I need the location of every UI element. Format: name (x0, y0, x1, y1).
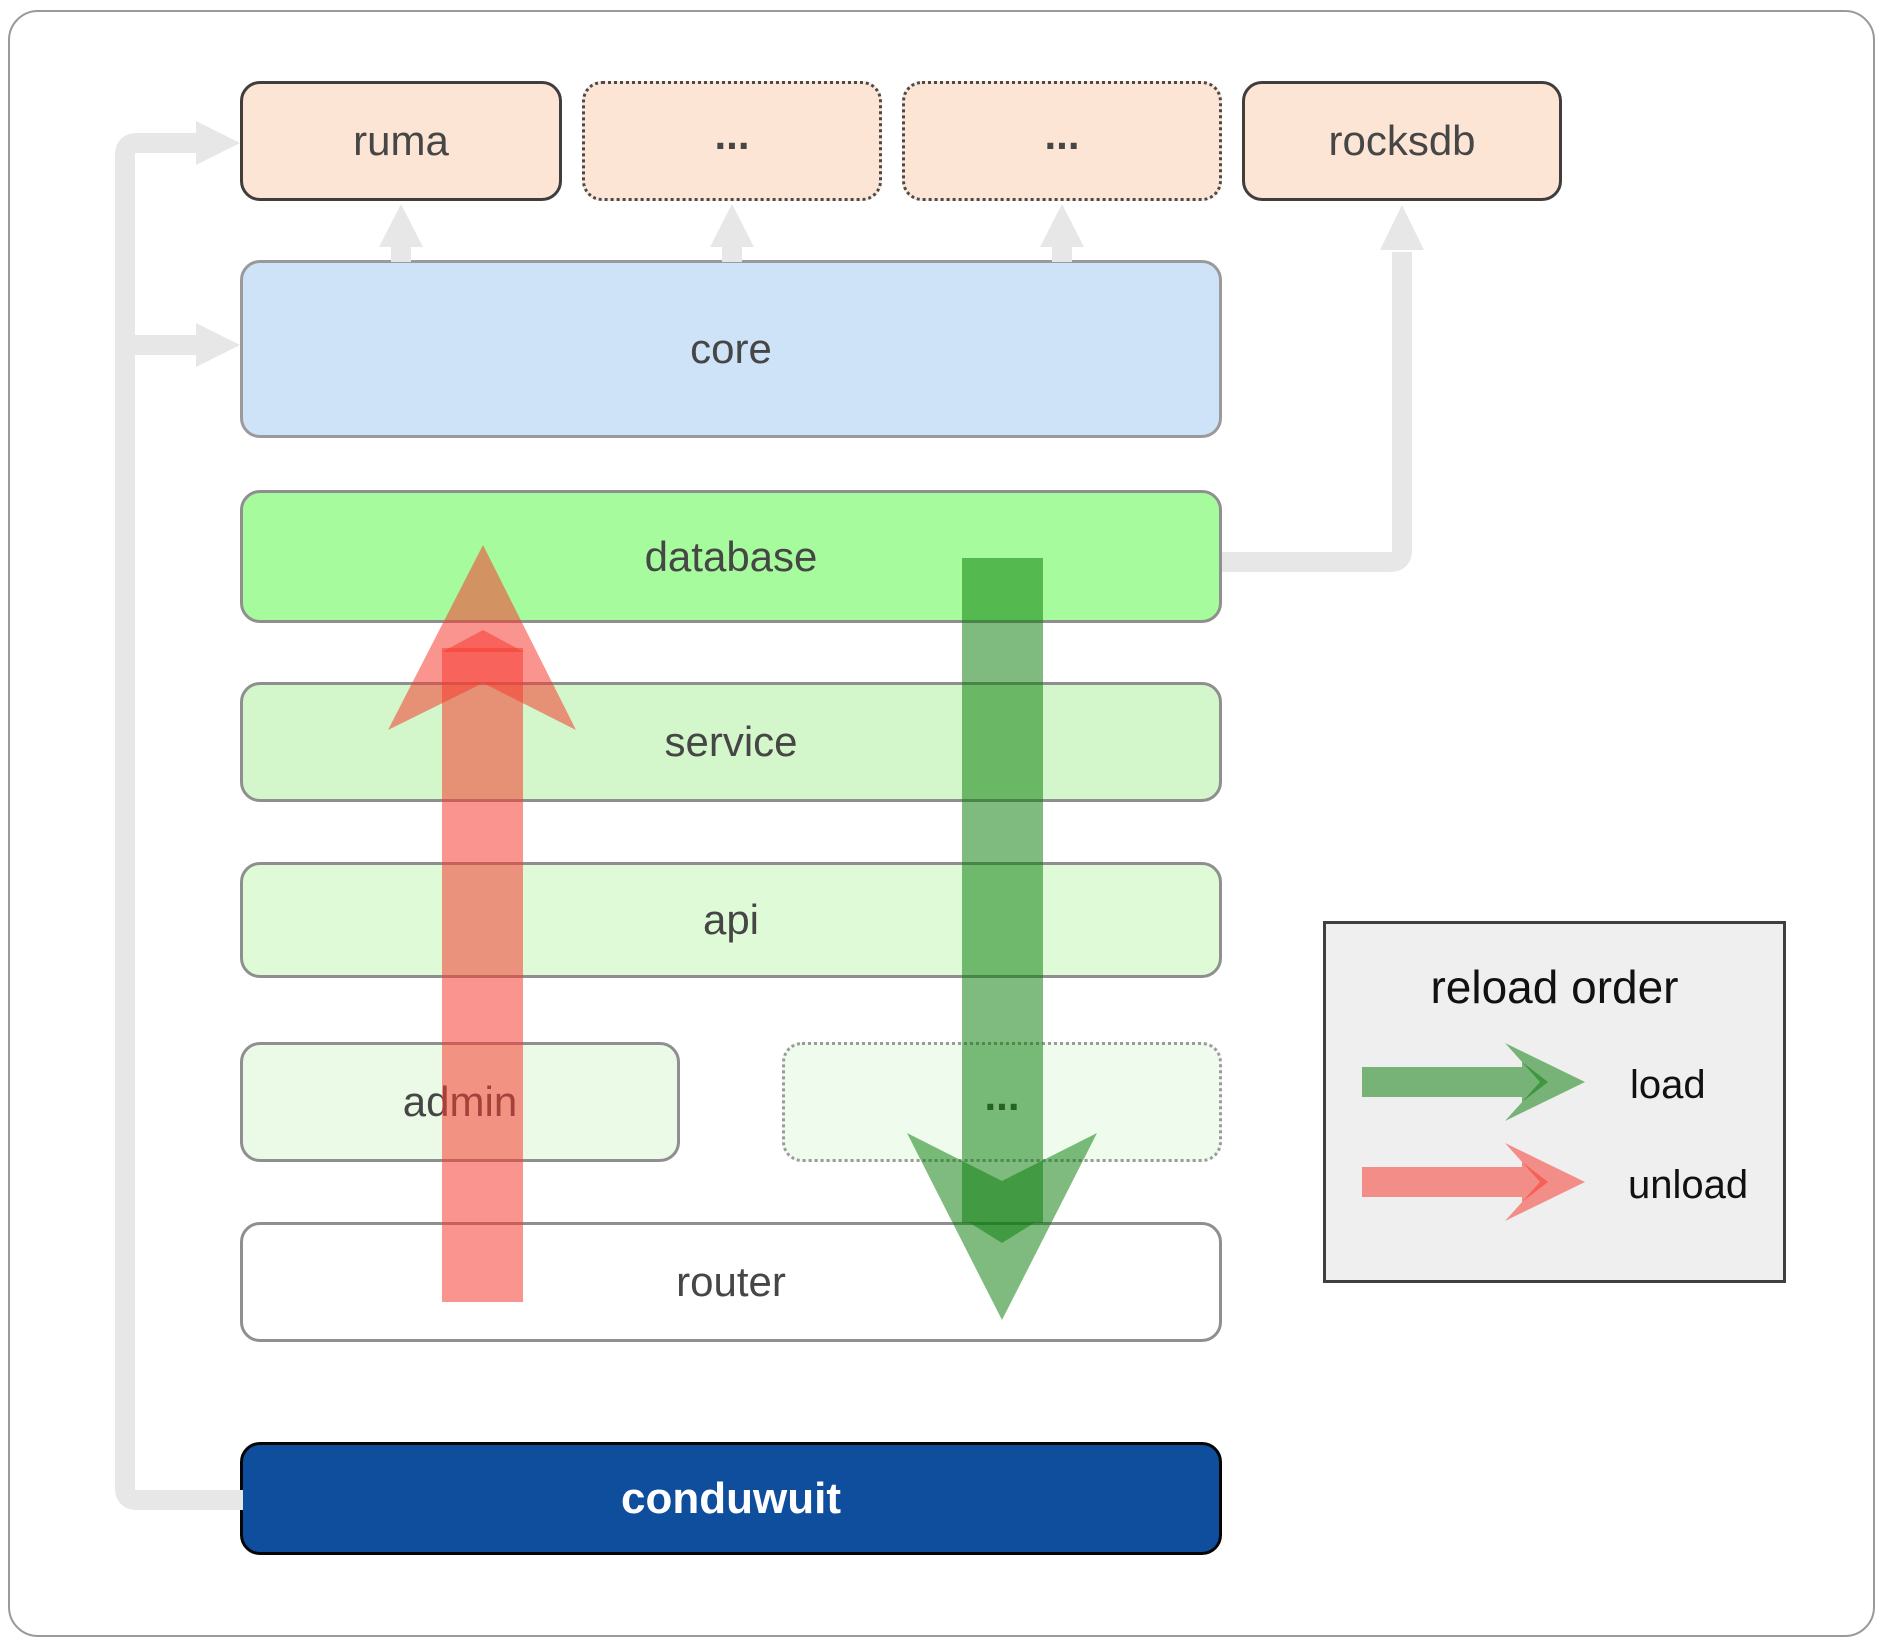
box-router: router (240, 1222, 1222, 1342)
box-admin-label: admin (402, 1078, 518, 1125)
box-api-label: api (702, 896, 760, 943)
box-admin: admin (240, 1042, 680, 1162)
box-database-label: database (644, 532, 818, 580)
box-router-label: router (676, 1258, 786, 1305)
box-ruma-label: ruma (353, 117, 449, 164)
box-ruma: ruma (240, 81, 562, 201)
legend-unload-label: unload (1628, 1163, 1749, 1207)
legend-title: reload order (1430, 961, 1679, 1013)
page-border (8, 10, 1875, 1637)
box-conduwuit: conduwuit (240, 1442, 1222, 1555)
box-core-label: core (690, 325, 772, 372)
box-service: service (240, 682, 1222, 802)
box-service-label: service (664, 718, 798, 765)
box-ellipsis-top-1-label: ... (714, 111, 750, 158)
box-ellipsis-admin-row-label: ... (984, 1072, 1020, 1119)
box-ellipsis-top-2-label: ... (1044, 111, 1080, 158)
legend-load-label: load (1630, 1063, 1706, 1107)
box-rocksdb: rocksdb (1242, 81, 1562, 201)
box-ellipsis-top-1: ... (582, 81, 882, 201)
box-rocksdb-label: rocksdb (1328, 117, 1476, 164)
box-ellipsis-top-2: ... (902, 81, 1222, 201)
box-core: core (240, 260, 1222, 438)
box-conduwuit-label: conduwuit (621, 1473, 841, 1523)
box-api: api (240, 862, 1222, 978)
box-ellipsis-admin-row: ... (782, 1042, 1222, 1162)
box-database: database (240, 490, 1222, 623)
legend-reload-order: reload order load unload (1323, 921, 1786, 1283)
